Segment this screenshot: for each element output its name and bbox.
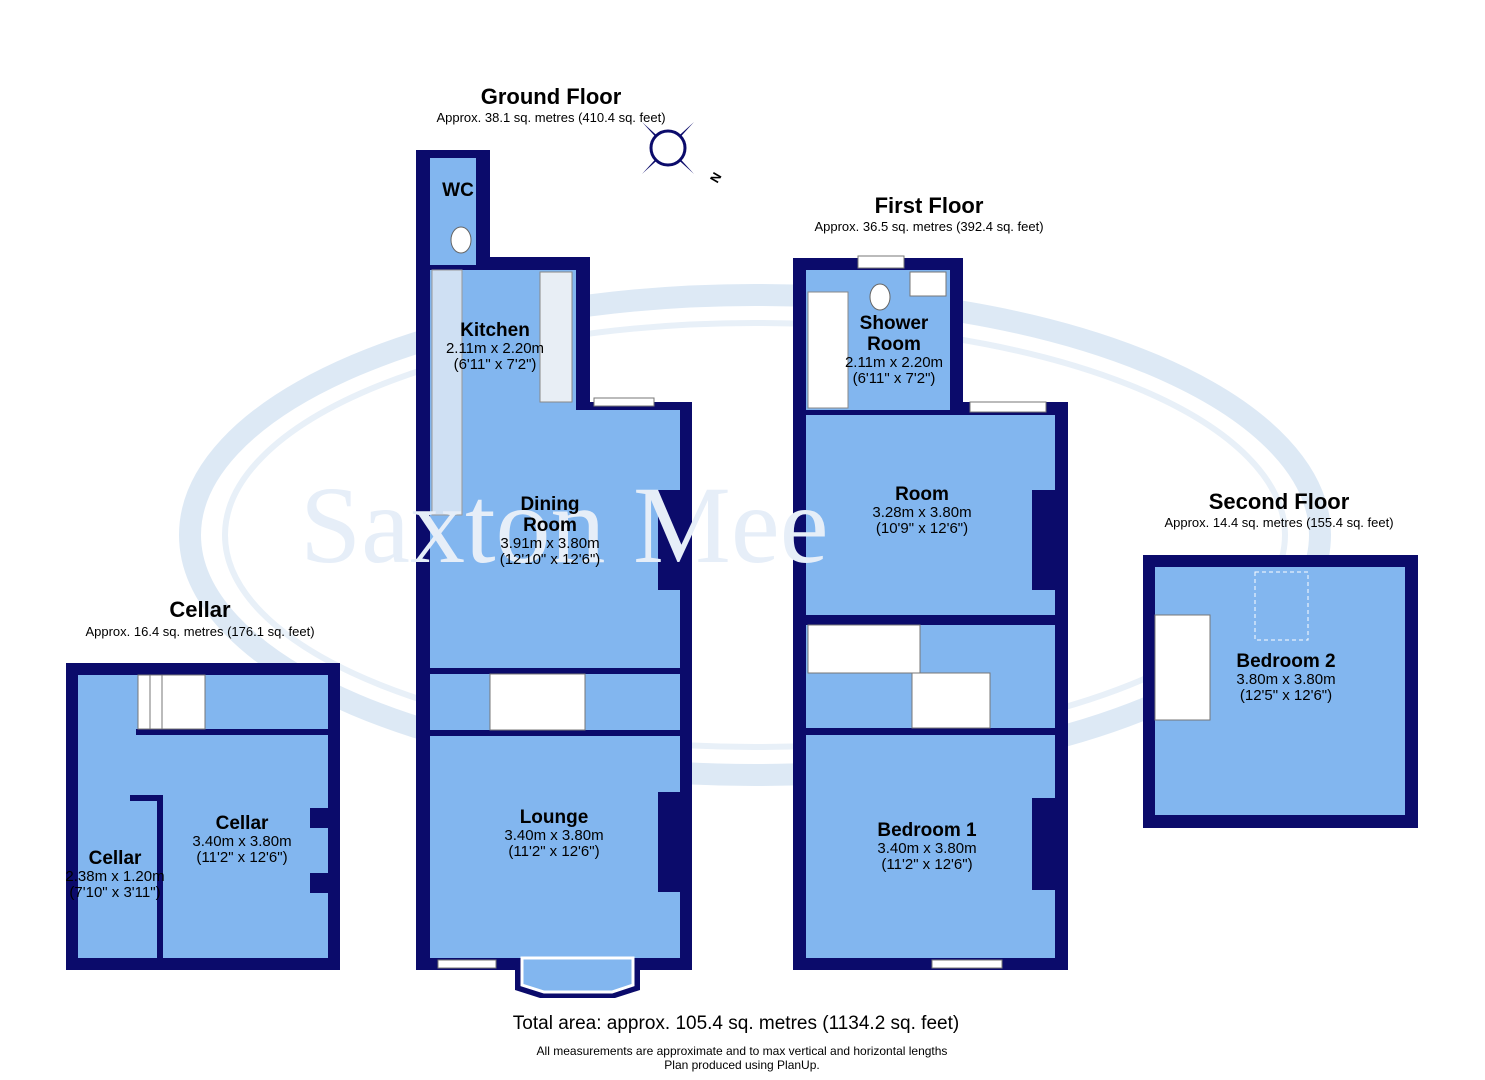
room-metric: 3.40m x 3.80m (504, 827, 604, 844)
room-name: Room (523, 515, 577, 536)
room-name: Kitchen (460, 320, 530, 341)
room-name: Bedroom 1 (877, 820, 977, 841)
cellar-plan (66, 663, 340, 970)
room-name: WC (442, 180, 474, 201)
room-name: Shower (859, 313, 929, 334)
second-floor-plan (1143, 555, 1418, 828)
room-metric: 2.38m x 1.20m (65, 868, 165, 885)
ground-floor-title: Ground Floor (480, 84, 622, 109)
room-metric: 3.91m x 3.80m (500, 535, 600, 552)
room-metric: 3.28m x 3.80m (872, 504, 972, 521)
room-name: Cellar (88, 848, 142, 869)
room-wc: WC (442, 180, 474, 201)
second-floor-title: Second Floor (1208, 489, 1350, 514)
room-metric: 2.11m x 2.20m (844, 354, 944, 371)
room-imperial: (11'2" x 12'6") (196, 849, 288, 866)
cellar-title: Cellar (169, 597, 231, 622)
ground-floor-plan (416, 150, 692, 998)
room-metric: 3.80m x 3.80m (1236, 671, 1336, 688)
room-imperial: (12'5" x 12'6") (1239, 687, 1333, 704)
room-name: Room (895, 484, 949, 505)
total-area: Total area: approx. 105.4 sq. metres (11… (512, 1013, 960, 1034)
room-name: Cellar (215, 813, 269, 834)
cellar-area: Approx. 16.4 sq. metres (176.1 sq. feet) (85, 624, 315, 639)
room-imperial: (7'10" x 3'11") (69, 884, 161, 901)
room-name: Dining (520, 494, 580, 515)
ground-floor-area: Approx. 38.1 sq. metres (410.4 sq. feet) (436, 110, 666, 125)
room-imperial: (11'2" x 12'6") (508, 843, 600, 860)
room-metric: 3.40m x 3.80m (192, 833, 292, 850)
room-imperial: (11'2" x 12'6") (881, 856, 973, 873)
first-floor-title: First Floor (874, 193, 984, 218)
room-name: Bedroom 2 (1236, 651, 1336, 672)
room-imperial: (12'10" x 12'6") (499, 551, 601, 568)
cellar-stairs (137, 674, 206, 730)
room-imperial: (6'11" x 7'2") (852, 370, 936, 387)
room-imperial: (10'9" x 12'6") (875, 520, 969, 537)
room-imperial: (6'11" x 7'2") (453, 356, 537, 373)
watermark (179, 284, 1331, 786)
first-floor-area: Approx. 36.5 sq. metres (392.4 sq. feet) (814, 219, 1044, 234)
first-floor-plan (793, 255, 1068, 970)
room-name: Room (867, 334, 921, 355)
watermark-text: Saxton Mee (300, 464, 829, 586)
disclaimer: All measurements are approximate and to … (536, 1044, 948, 1058)
room-metric: 2.11m x 2.20m (445, 340, 545, 357)
produced-by: Plan produced using PlanUp. (664, 1058, 820, 1072)
second-floor-area: Approx. 14.4 sq. metres (155.4 sq. feet) (1164, 515, 1394, 530)
compass-icon (642, 122, 694, 174)
room-name: Lounge (519, 807, 589, 828)
room-metric: 3.40m x 3.80m (877, 840, 977, 857)
